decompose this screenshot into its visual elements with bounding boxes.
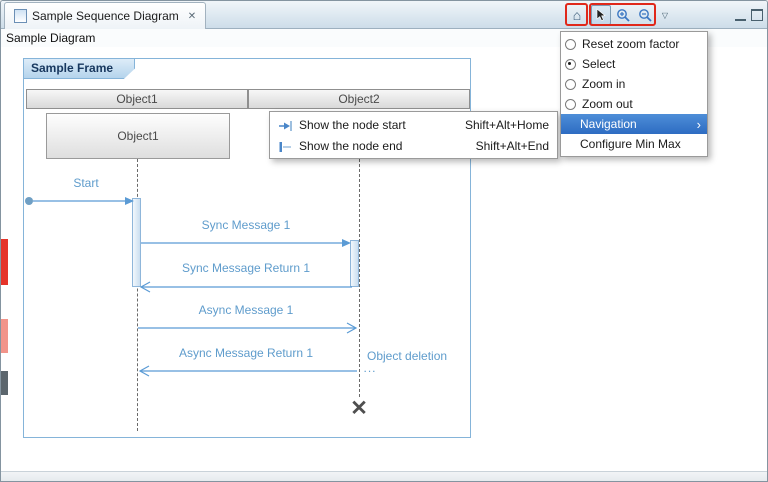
zoom-in-icon bbox=[616, 8, 630, 22]
menu-item-label: Zoom in bbox=[582, 77, 626, 91]
minimize-button[interactable] bbox=[732, 5, 748, 25]
menu-item-label: Show the node end bbox=[299, 138, 403, 153]
activation-bar-object1[interactable] bbox=[132, 198, 141, 287]
object-deletion-label: Object deletion bbox=[367, 349, 448, 363]
menu-item-reset-zoom[interactable]: Reset zoom factor bbox=[561, 34, 707, 54]
message-label-start: Start bbox=[73, 176, 99, 190]
ruler-marker-red[interactable] bbox=[1, 239, 8, 285]
menu-item-show-node-start[interactable]: Show the node start Shift+Alt+Home bbox=[270, 114, 557, 135]
node-start-icon bbox=[279, 120, 292, 131]
select-tool-button[interactable] bbox=[591, 5, 611, 25]
sequence-frame[interactable] bbox=[23, 58, 471, 438]
menu-item-shortcut: Shift+Alt+End bbox=[475, 138, 549, 153]
menu-item-navigation[interactable]: Navigation › bbox=[561, 114, 707, 134]
home-icon: ⌂ bbox=[572, 7, 582, 23]
message-sync-return-1-arrow[interactable] bbox=[140, 279, 352, 295]
zoom-out-button[interactable] bbox=[635, 5, 655, 25]
menu-item-label: Show the node start bbox=[299, 117, 406, 132]
minimize-icon bbox=[734, 10, 746, 21]
horizontal-scrollbar-track[interactable] bbox=[1, 471, 767, 481]
lifeline-header-label: Object2 bbox=[338, 92, 380, 106]
activation-bar-object2[interactable] bbox=[350, 240, 359, 287]
submenu-arrow-icon: › bbox=[696, 116, 701, 132]
menu-item-label: Select bbox=[582, 57, 616, 71]
radio-selected-icon bbox=[565, 58, 576, 70]
editor-tab-title: Sample Sequence Diagram bbox=[32, 9, 179, 23]
lifeline-header-label: Object1 bbox=[116, 92, 158, 106]
menu-item-shortcut: Shift+Alt+Home bbox=[464, 117, 549, 132]
menu-item-label: Navigation bbox=[580, 117, 637, 131]
radio-icon bbox=[565, 78, 576, 90]
menu-item-configure-min-max[interactable]: Configure Min Max bbox=[561, 134, 707, 154]
node-end-icon bbox=[279, 141, 291, 152]
message-async-1-arrow[interactable] bbox=[138, 320, 357, 336]
tab-close-icon[interactable]: ✕ bbox=[187, 10, 197, 22]
found-message-dot[interactable] bbox=[25, 197, 33, 205]
destruction-cross[interactable]: ✕ bbox=[350, 397, 368, 420]
view-menu-button[interactable]: ▽ bbox=[658, 5, 672, 25]
message-sync-1-arrow[interactable] bbox=[141, 235, 352, 251]
lifeline-object1[interactable] bbox=[137, 159, 138, 431]
menu-item-show-node-end[interactable]: Show the node end Shift+Alt+End bbox=[270, 135, 557, 156]
menu-item-select[interactable]: Select bbox=[561, 54, 707, 74]
menu-item-label: Zoom out bbox=[582, 97, 633, 111]
frame-label[interactable]: Sample Frame bbox=[23, 58, 135, 79]
cursor-arrow-icon bbox=[596, 8, 606, 21]
zoom-out-icon bbox=[638, 8, 652, 22]
editor-tab-bar: Sample Sequence Diagram ✕ ⌂ bbox=[1, 1, 767, 29]
menu-item-label: Reset zoom factor bbox=[582, 37, 680, 51]
object1-instance-label: Object1 bbox=[117, 129, 159, 143]
lifeline-object2[interactable] bbox=[359, 159, 360, 397]
diagram-file-icon bbox=[14, 9, 27, 23]
message-label-async-1: Async Message 1 bbox=[198, 303, 294, 317]
lifeline-header-object1[interactable]: Object1 bbox=[26, 89, 248, 109]
radio-icon bbox=[565, 38, 576, 50]
message-async-return-1-arrow[interactable] bbox=[138, 363, 357, 379]
ruler-marker-dark[interactable] bbox=[1, 371, 8, 395]
editor-tab[interactable]: Sample Sequence Diagram ✕ bbox=[4, 2, 207, 29]
ruler-marker-salmon[interactable] bbox=[1, 319, 8, 353]
message-label-sync-return-1: Sync Message Return 1 bbox=[181, 261, 311, 275]
home-button[interactable]: ⌂ bbox=[567, 5, 587, 25]
message-label-sync-1: Sync Message 1 bbox=[201, 218, 291, 232]
chevron-down-icon: ▽ bbox=[661, 10, 669, 20]
deletion-ellipsis: ... bbox=[363, 361, 377, 375]
view-context-menu: Reset zoom factor Select Zoom in Zoom ou… bbox=[560, 31, 708, 157]
zoom-in-button[interactable] bbox=[613, 5, 633, 25]
object1-instance-box[interactable]: Object1 bbox=[46, 113, 230, 159]
menu-item-zoom-in[interactable]: Zoom in bbox=[561, 74, 707, 94]
message-label-async-return-1: Async Message Return 1 bbox=[178, 346, 314, 360]
menu-item-zoom-out[interactable]: Zoom out bbox=[561, 94, 707, 114]
radio-icon bbox=[565, 98, 576, 110]
lifeline-header-object2[interactable]: Object2 bbox=[248, 89, 470, 109]
maximize-icon bbox=[751, 9, 763, 21]
navigation-submenu: Show the node start Shift+Alt+Home Show … bbox=[269, 111, 558, 159]
maximize-button[interactable] bbox=[749, 5, 765, 25]
message-start-arrow[interactable] bbox=[31, 193, 135, 209]
menu-item-label: Configure Min Max bbox=[580, 137, 681, 151]
